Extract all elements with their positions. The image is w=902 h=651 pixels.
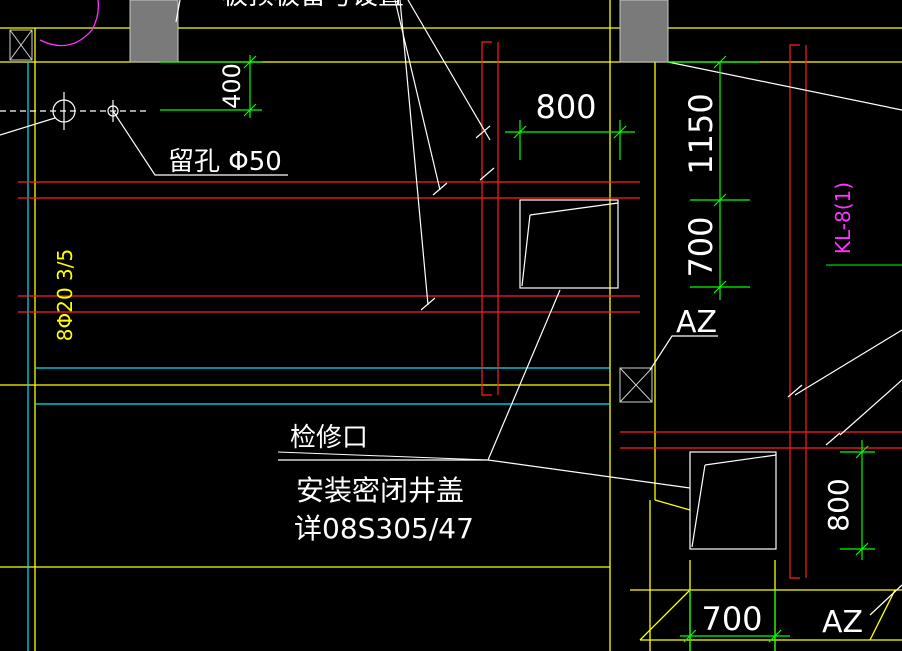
opening-title: 检修口 [290, 423, 368, 453]
az-cross-marker [619, 367, 653, 403]
detail-ref: 详08S305/47 [294, 512, 474, 545]
leader-ticks [420, 125, 841, 446]
red-beam-lines [18, 41, 902, 579]
text-labels: 板预板留亏设置 留孔 Φ50 400 800 1150 700 8Φ20 3/5… [53, 0, 863, 640]
dim-700-bottom-label: 700 [701, 600, 762, 638]
openings [519, 199, 777, 550]
dim-800-top-label: 800 [535, 88, 596, 126]
corner-cross-top-left [9, 29, 33, 61]
dim-400-label: 400 [218, 63, 246, 109]
wall-line-corner-diagonal [869, 589, 896, 641]
hole-note: 留孔 Φ50 [168, 147, 282, 177]
beam-tag-kl8: KL-8(1) [831, 182, 855, 254]
dimension-lines [160, 55, 875, 651]
dim-700-side-label: 700 [682, 216, 720, 277]
cover-note: 安装密闭井盖 [296, 474, 464, 507]
az-lower-label: AZ [822, 605, 863, 640]
opening-title-underline [277, 451, 489, 461]
magenta-arc [39, 0, 100, 47]
wall-line-bottom-diagonal [639, 589, 691, 641]
cyan-lines [27, 62, 610, 651]
top-cut-note: 板预板留亏设置 [222, 0, 404, 11]
dim-800-right-label: 800 [822, 478, 855, 531]
dim-1150-label: 1150 [682, 93, 720, 174]
opening-lower [689, 451, 777, 550]
column-right [619, 0, 669, 63]
opening-upper [519, 199, 619, 289]
column-left [129, 0, 179, 63]
az-upper-label: AZ [676, 305, 717, 340]
rebar-note: 8Φ20 3/5 [53, 249, 77, 341]
wall-line-lower-kink [654, 499, 691, 511]
